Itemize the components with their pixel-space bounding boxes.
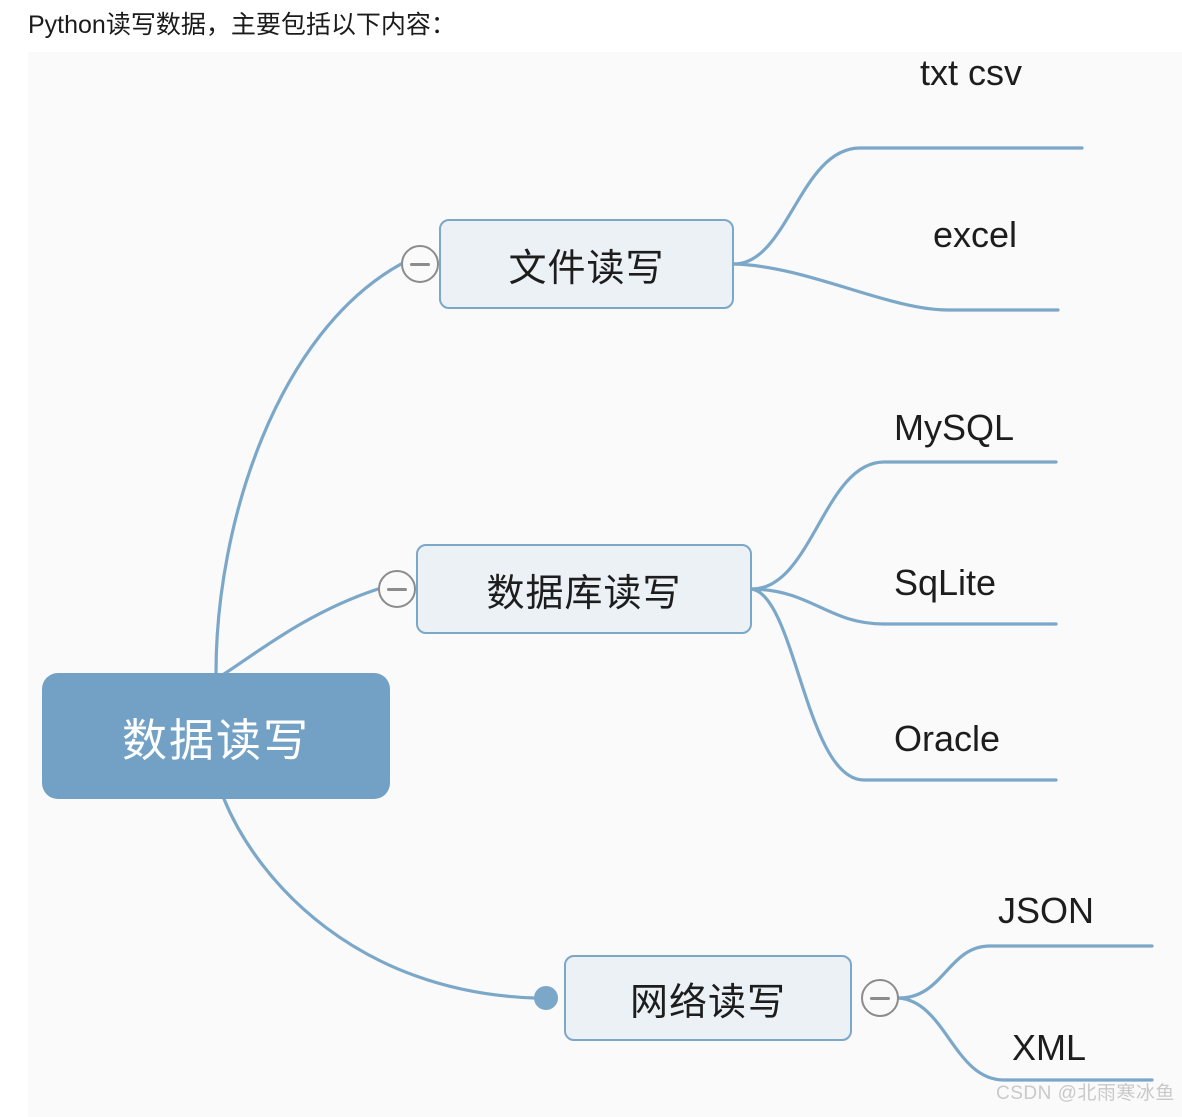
mindmap-leaf-excel[interactable]: excel <box>933 214 1018 255</box>
mindmap-leaf-oracle[interactable]: Oracle <box>894 718 1001 759</box>
mindmap-leaf-json[interactable]: JSON <box>998 890 1095 931</box>
mindmap-leaf-mysql[interactable]: MySQL <box>894 407 1015 448</box>
page-intro-text: Python读写数据，主要包括以下内容： <box>28 11 456 39</box>
edge-file-to-excel <box>732 262 1060 312</box>
edge-database-to-sqlite <box>750 587 1058 626</box>
csdn-watermark: CSDN @北雨寒冰鱼 <box>996 1083 1175 1104</box>
edge-database-to-oracle <box>750 587 1058 782</box>
edge-root-to-database <box>222 587 380 676</box>
mindmap-canvas: 数据读写 文件读写 数据库读写 网络读写 txt csv excel MySQL… <box>28 52 1182 1117</box>
mindmap-leaf-sqlite[interactable]: SqLite <box>894 562 997 603</box>
edge-file-to-txtcsv <box>732 146 1084 266</box>
minus-circle-icon-network[interactable] <box>861 979 899 1017</box>
edge-root-to-file <box>214 262 403 675</box>
minus-circle-icon-file[interactable] <box>401 245 439 283</box>
edge-layer <box>214 146 1154 1082</box>
edge-root-to-network <box>222 797 536 1000</box>
edge-network-to-json <box>897 944 1154 1000</box>
minus-circle-icon-database[interactable] <box>378 570 416 608</box>
edge-database-to-mysql <box>750 460 1058 591</box>
mindmap-branch-network[interactable]: 网络读写 <box>564 955 852 1041</box>
filled-dot-icon-network <box>534 986 558 1010</box>
mindmap-leaf-xml[interactable]: XML <box>1012 1027 1087 1068</box>
mindmap-leaf-txt-csv[interactable]: txt csv <box>920 52 1023 93</box>
mindmap-branch-database[interactable]: 数据库读写 <box>416 544 752 634</box>
mindmap-branch-file[interactable]: 文件读写 <box>439 219 734 309</box>
edge-network-to-xml <box>897 996 1154 1082</box>
mindmap-root-node[interactable]: 数据读写 <box>42 673 390 799</box>
